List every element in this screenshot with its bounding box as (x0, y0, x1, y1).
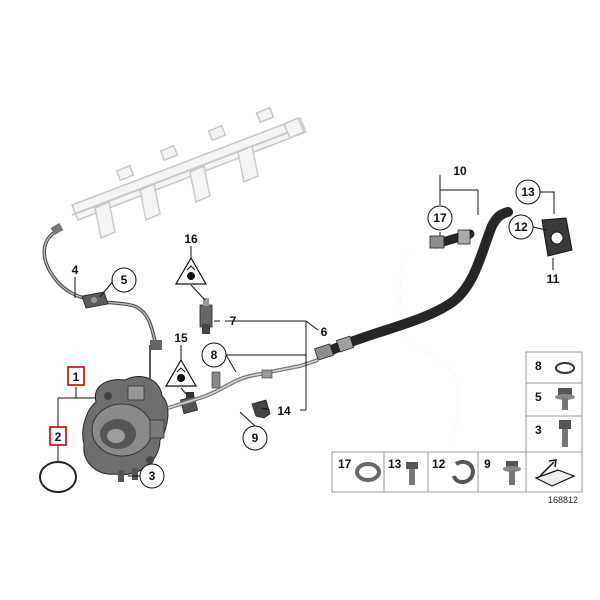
svg-text:17: 17 (338, 457, 352, 471)
svg-text:6: 6 (321, 325, 328, 339)
clip-clamp-icon (452, 459, 475, 484)
callout-6: 6 (321, 325, 328, 339)
svg-text:3: 3 (535, 423, 542, 437)
svg-text:8: 8 (211, 348, 218, 362)
svg-text:7: 7 (230, 314, 237, 328)
callout-14: 14 (277, 404, 291, 418)
callout-11: 11 (547, 272, 560, 286)
svg-text:3: 3 (149, 469, 156, 483)
hose-bracket (541, 217, 573, 257)
svg-text:2: 2 (55, 430, 62, 444)
callout-9: 9 (242, 425, 268, 451)
diagram-id: 168812 (548, 495, 578, 505)
hex-bolt-icon (406, 462, 418, 485)
fuel-rail-ghost (71, 106, 307, 240)
direction-arrow-icon (530, 456, 578, 488)
leader-lines (57, 175, 555, 477)
o-ring-icon (555, 362, 575, 374)
callout-16: 16 (174, 232, 208, 285)
svg-text:13: 13 (521, 185, 535, 199)
callout-15: 15 (164, 331, 198, 387)
svg-text:14: 14 (277, 404, 291, 418)
svg-text:9: 9 (484, 457, 491, 471)
high-pressure-line (42, 223, 162, 350)
callout-12: 12 (508, 214, 534, 240)
svg-text:13: 13 (388, 457, 402, 471)
svg-text:11: 11 (547, 272, 560, 286)
svg-text:12: 12 (432, 457, 446, 471)
callout-4: 4 (72, 263, 79, 277)
callout-3: 3 (139, 463, 165, 489)
hose-clamp-icon (355, 462, 381, 482)
bracket (251, 399, 271, 419)
svg-text:5: 5 (535, 390, 542, 404)
callout-17: 17 (427, 205, 453, 231)
callout-10: 10 (453, 164, 467, 178)
pump-bolts (118, 468, 138, 482)
svg-text:5: 5 (121, 273, 128, 287)
callout-2: 2 (49, 426, 67, 446)
fuel-hose (314, 207, 513, 361)
svg-text:15: 15 (174, 331, 188, 345)
svg-text:12: 12 (514, 220, 528, 234)
return-line-ghost (398, 251, 460, 446)
callout-13: 13 (515, 179, 541, 205)
svg-text:16: 16 (184, 232, 198, 246)
pressure-sensor (199, 298, 213, 334)
svg-text:8: 8 (535, 359, 542, 373)
callout-5: 5 (111, 267, 137, 293)
svg-text:1: 1 (73, 370, 80, 384)
svg-text:17: 17 (433, 211, 447, 225)
svg-text:4: 4 (72, 263, 79, 277)
flange-bolt-icon (503, 461, 521, 485)
legend-right: 8 5 3 (525, 351, 583, 453)
callout-8: 8 (201, 342, 227, 368)
socket-cap-screw-icon (559, 420, 571, 447)
legend-bottom: 17 13 12 9 (331, 451, 583, 493)
feed-line (167, 358, 319, 410)
callout-7: 7 (230, 314, 237, 328)
callout-1: 1 (67, 366, 85, 386)
svg-text:10: 10 (453, 164, 467, 178)
hex-bolt-washer-icon (555, 388, 575, 410)
line-bracket (81, 291, 109, 309)
o-ring (39, 461, 77, 493)
high-pressure-pump (82, 345, 169, 476)
svg-text:9: 9 (252, 431, 259, 445)
